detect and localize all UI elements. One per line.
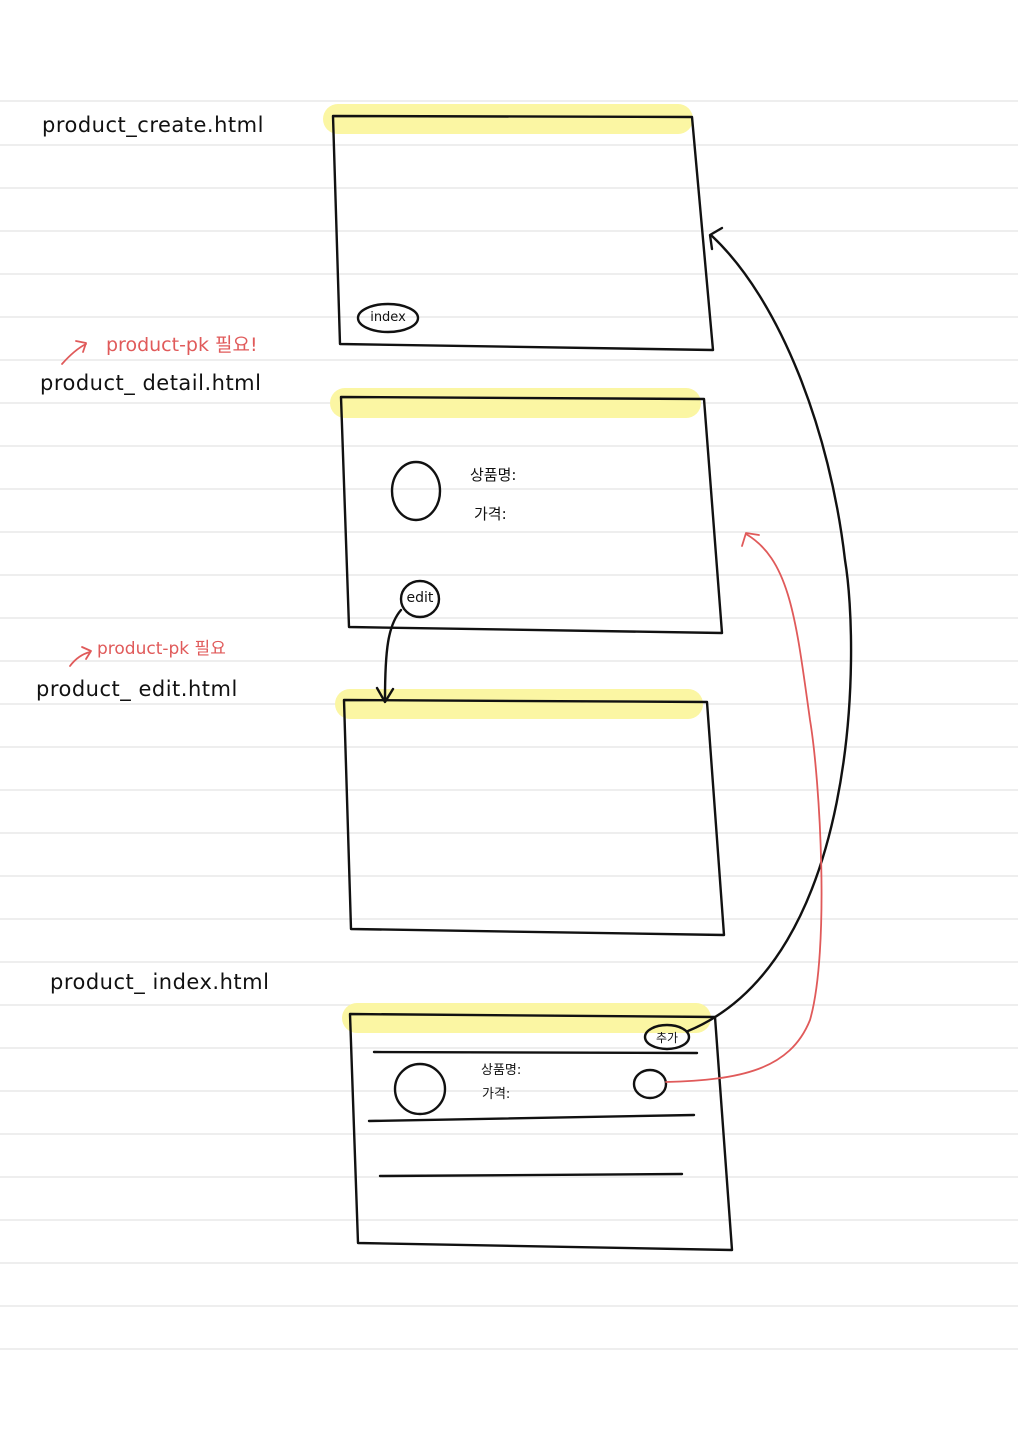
index-price-label: 가격: — [482, 1087, 511, 1102]
index-divider-bottom — [378, 1172, 684, 1178]
arrow-item-to-detail-page-head — [741, 532, 760, 547]
detail-page-frame — [339, 395, 724, 635]
note-arrow-edit — [69, 651, 91, 667]
arrow-add-to-create-page-head — [708, 226, 724, 251]
edit-pk-note: product-pk 필요 — [97, 639, 226, 659]
index-divider-top — [372, 1050, 699, 1055]
index-add-button[interactable]: 추가 — [655, 1031, 679, 1045]
detail-page-filename: product_ detail.html — [40, 371, 262, 395]
index-add-button-oval — [643, 1023, 691, 1051]
index-item-link-circle — [632, 1068, 668, 1100]
create-page-filename: product_create.html — [42, 113, 264, 137]
create-index-button-oval — [356, 302, 420, 334]
arrow-item-to-detail-page — [665, 533, 823, 1083]
index-page-frame — [348, 1012, 734, 1252]
arrow-add-to-create-page — [686, 234, 853, 1033]
note-arrow-detail — [61, 343, 87, 365]
edit-page-frame — [342, 698, 726, 937]
edit-page-filename: product_ edit.html — [36, 677, 238, 701]
detail-price-label: 가격: — [474, 505, 507, 523]
detail-pk-note: product-pk 필요! — [106, 334, 258, 356]
detail-name-label: 상품명: — [470, 466, 517, 484]
note-arrow-edit-head — [81, 646, 92, 660]
arrow-edit-to-edit-page — [383, 608, 403, 702]
index-divider-middle — [367, 1113, 696, 1123]
create-page-frame — [331, 114, 715, 352]
arrow-edit-to-edit-page-head — [375, 686, 395, 704]
index-product-image — [393, 1062, 447, 1116]
index-name-label: 상품명: — [481, 1063, 522, 1078]
create-index-button[interactable]: index — [370, 310, 406, 325]
detail-edit-button[interactable]: edit — [406, 590, 434, 606]
index-page-filename: product_ index.html — [50, 970, 270, 994]
detail-product-image — [390, 460, 442, 522]
note-arrow-detail-head — [75, 340, 87, 353]
detail-edit-button-oval — [399, 579, 441, 619]
